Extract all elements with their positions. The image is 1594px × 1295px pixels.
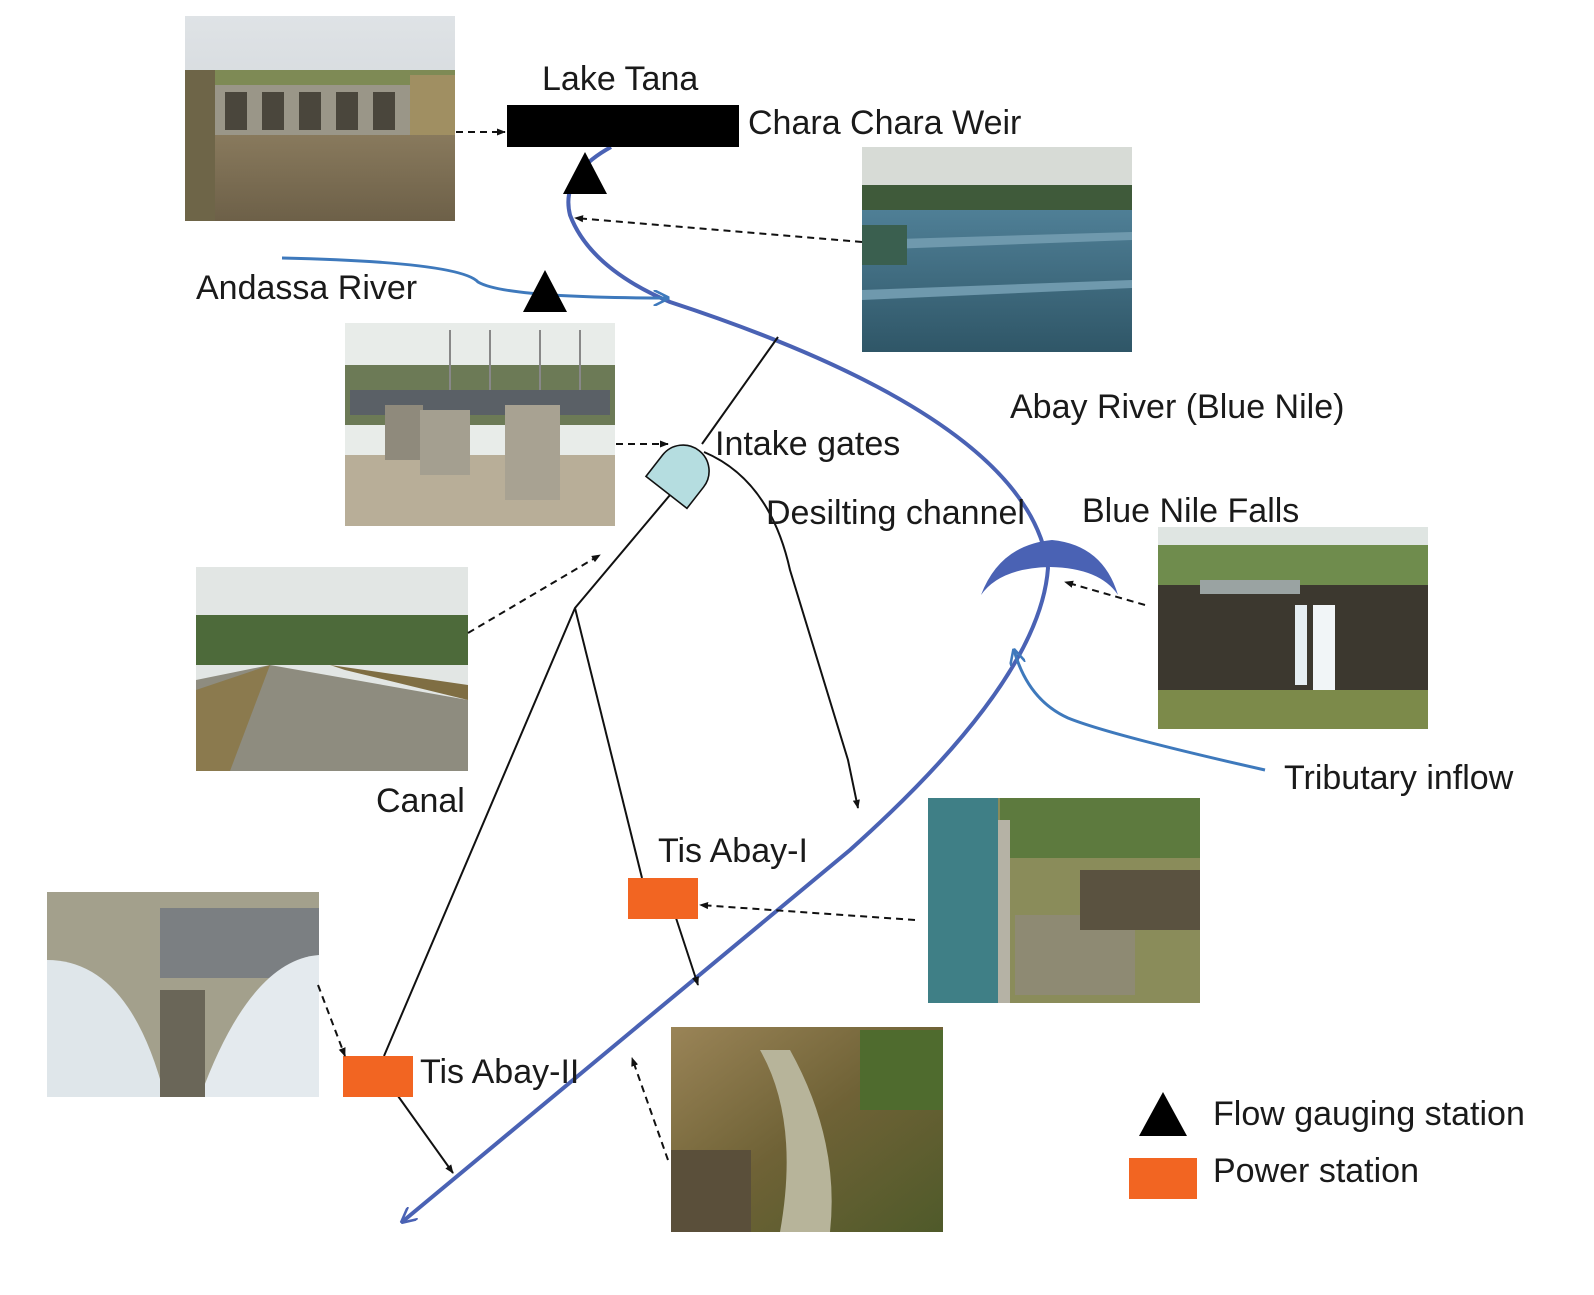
tributary-inflow-line — [1014, 650, 1266, 772]
pointer-river-photo — [574, 215, 863, 243]
label-andassa-river: Andassa River — [196, 269, 417, 307]
label-intake-gates: Intake gates — [715, 425, 900, 463]
tis-abay-2-tailrace — [397, 1095, 454, 1174]
desilting-channel-line — [703, 451, 860, 809]
legend: Flow gauging station Power station — [1129, 1092, 1525, 1199]
intake-connector — [701, 336, 779, 445]
legend-gauging-station-icon — [1139, 1092, 1187, 1136]
pointer-tis-abay-1-photo — [699, 901, 916, 921]
label-blue-nile-falls: Blue Nile Falls — [1082, 492, 1299, 530]
blue-nile-falls-symbol — [981, 540, 1118, 595]
gauging-station-chara-chara — [563, 152, 607, 194]
gauging-station-andassa — [523, 270, 567, 312]
label-tis-abay-1: Tis Abay-I — [658, 832, 808, 870]
falls-photo — [1158, 527, 1428, 729]
label-tis-abay-2: Tis Abay-II — [420, 1053, 579, 1091]
label-chara-chara-weir: Chara Chara Weir — [748, 104, 1021, 142]
label-lake-tana: Lake Tana — [542, 60, 698, 98]
canal-branch-tis-abay-1 — [574, 607, 643, 879]
gorge-photo — [671, 1027, 943, 1232]
intake-photo — [345, 323, 615, 526]
tis-abay-2-power-station — [343, 1056, 413, 1097]
pointer-canal-photo — [467, 554, 601, 634]
weir-photo — [185, 16, 455, 221]
tis-abay-1-tailrace — [675, 917, 699, 986]
abay-river-line — [402, 145, 1051, 1222]
andassa-river-line — [281, 256, 668, 298]
pointer-falls-photo — [1064, 580, 1146, 606]
tis-abay-2-photo — [47, 892, 319, 1097]
intake-gate-symbol — [644, 444, 710, 510]
label-abay-river: Abay River (Blue Nile) — [1010, 388, 1344, 426]
label-tributary-inflow: Tributary inflow — [1284, 759, 1514, 797]
tis-abay-1-photo — [928, 798, 1200, 1003]
legend-flow-gauging-station: Flow gauging station — [1213, 1095, 1525, 1133]
label-desilting-channel: Desilting channel — [766, 494, 1025, 532]
pointer-tis-abay-2-photo — [317, 984, 346, 1057]
river-photo — [862, 147, 1132, 352]
pointer-gorge-photo — [631, 1057, 669, 1161]
legend-power-station: Power station — [1213, 1152, 1419, 1190]
label-canal: Canal — [376, 782, 465, 820]
canal-photo — [196, 567, 468, 771]
legend-power-station-icon — [1129, 1158, 1197, 1199]
chara-chara-weir — [507, 105, 739, 147]
tis-abay-1-power-station — [628, 878, 698, 919]
